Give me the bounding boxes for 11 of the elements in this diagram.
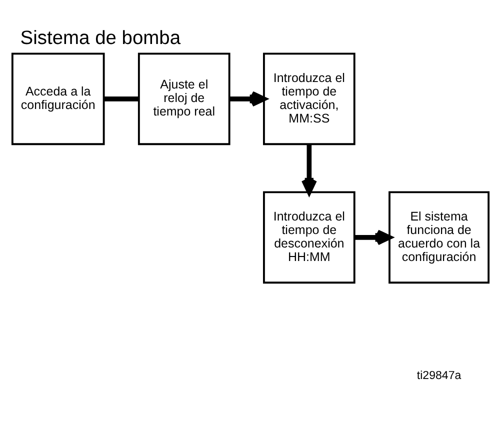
- arrow: [301, 144, 317, 195]
- label: ti29847a: [416, 370, 462, 382]
- arrow: [230, 91, 267, 107]
- node-box: Acceda a la configuración: [11, 52, 105, 146]
- arrow: [354, 230, 392, 246]
- connector: [104, 96, 139, 102]
- node-box: Introduzca el tiempo de desconexión HH:MM: [263, 191, 356, 284]
- node-box: El sistema funciona de acuerdo con la configuración: [388, 191, 490, 284]
- node-box: Ajuste el reloj de tiempo real: [138, 52, 230, 146]
- node-box: Introduzca el tiempo de activación, MM:SS: [263, 52, 356, 146]
- diagram-title: Sistema de bomba: [20, 28, 181, 50]
